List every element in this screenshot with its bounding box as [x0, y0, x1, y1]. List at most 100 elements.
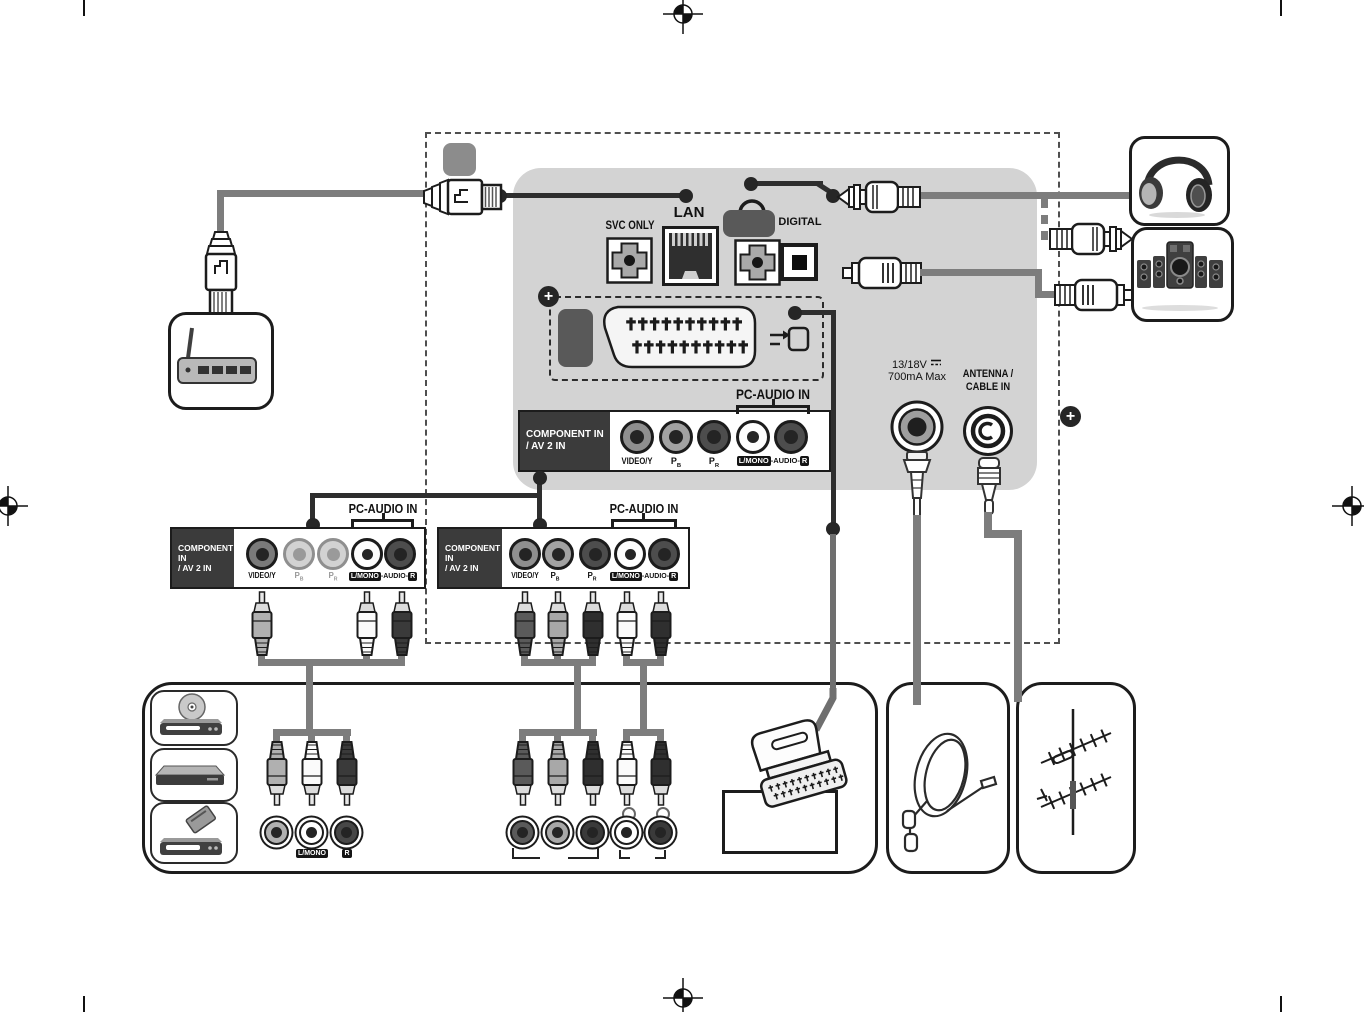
- pc-audio-in-label: PC-AUDIO IN: [735, 386, 811, 402]
- rj45-plug-icon: [204, 231, 238, 316]
- crop-mark: [1280, 996, 1282, 1012]
- device-r-jack: [648, 820, 673, 845]
- pr-jack: [697, 420, 731, 454]
- device-pb-jack: [545, 820, 570, 845]
- digital-label: DIGITAL: [778, 216, 822, 228]
- component-cable-trunk: [574, 659, 581, 736]
- device-r-jack: [334, 820, 359, 845]
- device-video-jack: [264, 820, 289, 845]
- component-line: [310, 493, 542, 498]
- device-l-jack: [614, 820, 639, 845]
- antenna-cable-in-port: [963, 406, 1013, 456]
- scart-socket: [603, 305, 757, 369]
- video-y-label: VIDEO/Y: [511, 571, 539, 580]
- pr-label: PR: [587, 571, 597, 583]
- audio-r-jack: [774, 420, 808, 454]
- audio-jack-labels: L/MONO-AUDIO-R: [348, 572, 418, 582]
- step-marker: [443, 143, 476, 176]
- component-cable: [589, 729, 596, 744]
- scart-side-block: [558, 309, 593, 367]
- junction-dot: [679, 189, 693, 203]
- svc-only-label: SVC ONLY: [605, 220, 655, 232]
- rca-plug-icon: [616, 741, 638, 806]
- av-cable: [343, 729, 350, 744]
- antenna-plug-icon: [977, 457, 1001, 515]
- component-line: [310, 493, 315, 525]
- pr-label: PR: [328, 571, 338, 583]
- component-cable: [521, 648, 528, 664]
- audio-jack-labels: L/MONO-AUDIO-R: [736, 456, 810, 466]
- pr-label: PR: [708, 456, 720, 469]
- pc-audio-in-label: PC-AUDIO IN: [348, 501, 418, 516]
- audio-cable: [657, 729, 664, 744]
- crop-mark: [83, 996, 85, 1012]
- dc-symbol-icon: [930, 359, 941, 366]
- component-line: [537, 476, 542, 498]
- rca-plug-icon: [582, 741, 604, 806]
- crop-mark: [1280, 0, 1282, 16]
- device-lmono-jack: [299, 820, 324, 845]
- rca-plug-icon: [514, 591, 536, 656]
- jack-bracket-marks: [512, 848, 666, 859]
- headphone-symbol-icon: [738, 199, 766, 214]
- headphones-icon: [1139, 156, 1213, 218]
- junction-dot: [533, 471, 547, 485]
- dvd-player-icon: [160, 693, 222, 735]
- registration-mark-icon: [1332, 486, 1364, 526]
- device-lmono-label: L/MONO: [296, 849, 328, 859]
- video-y-jack: [246, 538, 278, 570]
- lmono-jack: [736, 420, 770, 454]
- rca-plug-icon: [650, 741, 672, 806]
- audio-r-jack: [384, 538, 416, 570]
- scart-cable: [830, 534, 836, 690]
- router-icon: [177, 327, 257, 384]
- power-label: 13/18V 700mA Max: [887, 359, 947, 383]
- component-line: [537, 493, 542, 525]
- junction-dot: [826, 522, 840, 536]
- antenna-cable: [1014, 530, 1022, 702]
- lmono-jack: [351, 538, 383, 570]
- antenna-label: ANTENNA / CABLE IN: [962, 368, 1014, 393]
- rca-plug-icon: [251, 591, 273, 656]
- scart-dashed-region: [549, 296, 824, 381]
- lan-cable: [217, 190, 224, 238]
- junction-dot: [826, 189, 840, 203]
- jack-marker: [656, 807, 670, 821]
- lan-label: LAN: [673, 204, 705, 221]
- optical-cable: [1035, 291, 1060, 298]
- video-y-label: VIDEO/Y: [621, 456, 653, 466]
- vcr-icon: [160, 805, 222, 855]
- component-cable: [554, 729, 561, 744]
- registration-mark-icon: [663, 0, 703, 34]
- rca-plug-icon: [512, 741, 534, 806]
- f-connector-plug-icon: [902, 451, 932, 517]
- digital-optical-port: [780, 243, 818, 281]
- pb-jack: [542, 538, 574, 570]
- av-in-icon: [770, 326, 810, 352]
- audio-cable: [623, 729, 630, 744]
- satellite-power-jack: [890, 400, 944, 454]
- video-y-jack: [509, 538, 541, 570]
- crop-mark: [83, 0, 85, 16]
- rca-plug-icon: [266, 741, 288, 806]
- optical-plug-icon: [842, 256, 922, 290]
- av-cable-trunk: [306, 659, 313, 736]
- component-cable: [589, 648, 596, 664]
- audio-cable: [623, 648, 630, 664]
- plus-marker-icon: +: [1060, 406, 1081, 427]
- pb-label: PB: [294, 571, 304, 583]
- registration-mark-icon: [663, 978, 703, 1012]
- headphone-cable: [918, 192, 1130, 199]
- pr-jack: [579, 538, 611, 570]
- pb-label: PB: [550, 571, 560, 583]
- rca-plug-icon: [650, 591, 672, 656]
- speaker-system-icon: [1137, 241, 1223, 311]
- tv-rear-dashed-region: [425, 132, 1060, 644]
- antenna-cable: [984, 530, 1022, 538]
- av-cable: [273, 729, 280, 744]
- av-cable: [258, 659, 405, 666]
- antenna-box: [1016, 682, 1136, 874]
- component-title: COMPONENT IN: [526, 429, 604, 440]
- alt-audio-dashed-cable: [1041, 199, 1048, 243]
